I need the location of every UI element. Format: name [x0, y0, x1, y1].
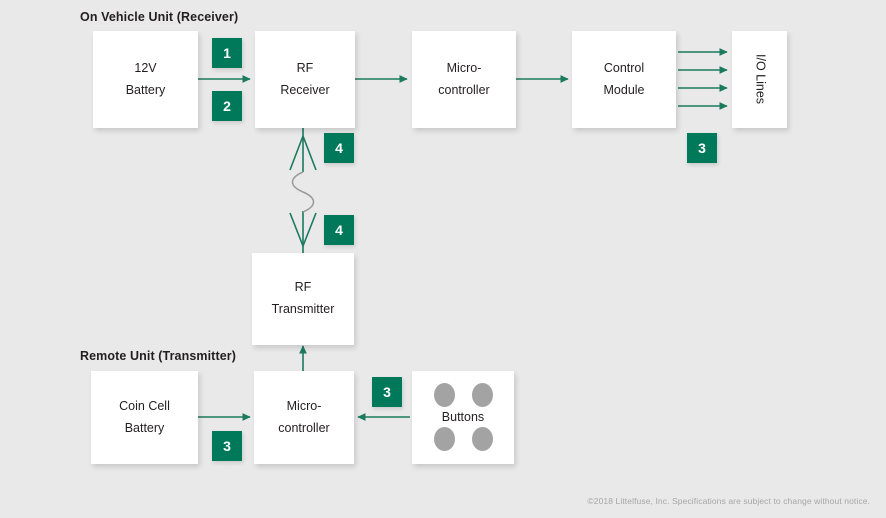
- antenna-transmitter-arm-left: [289, 212, 304, 247]
- block-coin-cell-line1: Coin Cell: [119, 398, 170, 413]
- block-microcontroller-rx-line2: controller: [438, 82, 490, 97]
- block-io-lines[interactable]: I/O Lines: [732, 31, 787, 128]
- antenna-receiver-arm-left: [289, 135, 304, 171]
- block-control-module[interactable]: Control Module: [572, 31, 676, 128]
- badge-3-buttons-to-microcontroller[interactable]: 3: [372, 377, 402, 407]
- rf-wave-signal: [291, 171, 315, 213]
- block-12v-battery[interactable]: 12V Battery: [93, 31, 198, 128]
- block-microcontroller-transmitter[interactable]: Micro- controller: [254, 371, 354, 464]
- section-label-remote-unit: Remote Unit (Transmitter): [80, 349, 236, 363]
- block-rf-transmitter-line2: Transmitter: [271, 302, 335, 316]
- badge-1-battery-to-rf-receiver[interactable]: 1: [212, 38, 242, 68]
- badge-3-io-lines[interactable]: 3: [687, 133, 717, 163]
- block-12v-battery-line2: Battery: [125, 82, 166, 97]
- block-io-lines-label: I/O Lines: [753, 54, 768, 105]
- badge-4-transmitter-antenna[interactable]: 4: [324, 215, 354, 245]
- button-dot-top-right[interactable]: [472, 383, 493, 407]
- block-rf-receiver[interactable]: RF Receiver: [255, 31, 355, 128]
- antenna-receiver-arm-right: [302, 135, 317, 171]
- block-coin-cell-battery[interactable]: Coin Cell Battery: [91, 371, 198, 464]
- footer-copyright: ©2018 Littelfuse, Inc. Specifications ar…: [587, 496, 870, 506]
- antenna-transmitter-arm-right: [302, 212, 317, 247]
- block-microcontroller-tx-line1: Micro-: [286, 398, 322, 413]
- block-rf-transmitter[interactable]: RF Transmitter: [252, 253, 354, 345]
- block-rf-receiver-line2: Receiver: [280, 82, 330, 97]
- button-dot-bottom-left[interactable]: [434, 427, 455, 451]
- block-microcontroller-tx-line2: controller: [278, 420, 330, 435]
- block-microcontroller-receiver[interactable]: Micro- controller: [412, 31, 516, 128]
- section-label-on-vehicle-unit: On Vehicle Unit (Receiver): [80, 10, 239, 24]
- block-buttons[interactable]: Buttons: [412, 371, 514, 464]
- badge-4-receiver-antenna[interactable]: 4: [324, 133, 354, 163]
- block-12v-battery-line1: 12V: [134, 60, 157, 75]
- badge-3-coincell-to-microcontroller[interactable]: 3: [212, 431, 242, 461]
- block-control-module-line1: Control: [603, 60, 645, 75]
- button-dot-bottom-right[interactable]: [472, 427, 493, 451]
- block-coin-cell-line2: Battery: [124, 420, 165, 435]
- block-buttons-label: Buttons: [441, 409, 485, 424]
- badge-2-battery-to-rf-receiver[interactable]: 2: [212, 91, 242, 121]
- block-rf-transmitter-line1: RF: [294, 280, 312, 295]
- button-dot-top-left[interactable]: [434, 383, 455, 407]
- block-microcontroller-rx-line1: Micro-: [446, 60, 482, 75]
- block-rf-receiver-line1: RF: [296, 60, 314, 75]
- block-control-module-line2: Module: [603, 82, 645, 97]
